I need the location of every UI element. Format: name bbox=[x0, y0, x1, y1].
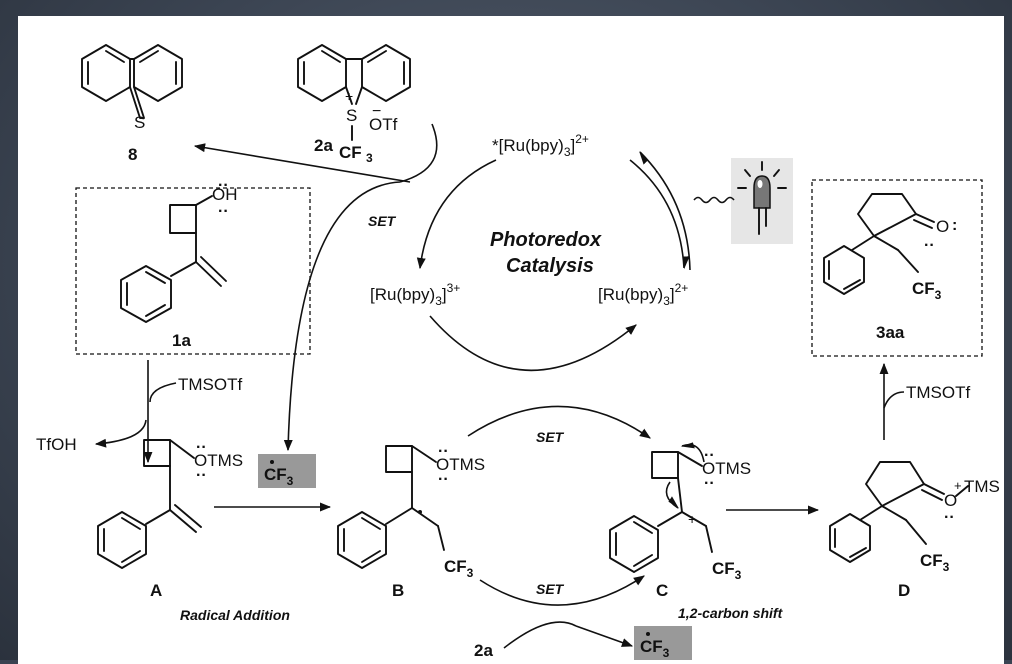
oxonium-oxygen: O bbox=[944, 491, 957, 510]
step-radical-addition: Radical Addition bbox=[180, 607, 290, 623]
cf3-radical-box-2 bbox=[634, 626, 692, 660]
svg-text:+: + bbox=[954, 478, 962, 493]
svg-text::: : bbox=[952, 217, 957, 234]
svg-text:··: ·· bbox=[944, 509, 955, 526]
product-cf3-group: CF3 bbox=[912, 279, 942, 302]
intermediate-b-structure: OTMS ·· ·· CF3 B bbox=[337, 443, 485, 600]
bottom-reagent-2a: 2a bbox=[474, 641, 493, 660]
sulfonium-charge: + bbox=[345, 88, 353, 104]
light-wavy-line bbox=[693, 196, 735, 204]
tfoh-byproduct: TfOH bbox=[36, 435, 77, 454]
compound-1a-label: 1a bbox=[172, 331, 191, 350]
hydroxyl-group: OH bbox=[212, 185, 238, 204]
led-icon bbox=[737, 161, 787, 235]
c-cf3: CF3 bbox=[712, 559, 742, 582]
b-otms: OTMS bbox=[436, 455, 485, 474]
intermediate-c-label: C bbox=[656, 581, 668, 600]
intermediate-a-label: A bbox=[150, 581, 162, 600]
svg-text:··: ·· bbox=[218, 177, 229, 194]
d-cf3: CF3 bbox=[920, 551, 950, 574]
intermediate-c-structure: OTMS ·· ·· + CF3 C bbox=[609, 442, 751, 600]
svg-text:··: ·· bbox=[438, 443, 449, 460]
compound-8-label: 8 bbox=[128, 145, 137, 164]
arc-b-to-c-top bbox=[467, 405, 651, 439]
c-carbocation: + bbox=[688, 511, 696, 527]
arrow-to-compound-8 bbox=[193, 143, 411, 183]
tmsotf-reagent-2: TMSOTf bbox=[906, 383, 970, 402]
svg-text:··: ·· bbox=[924, 237, 935, 254]
arc-b-to-c-bottom bbox=[479, 575, 645, 606]
compound-2a-structure: S + CF 3 − OTf 2a bbox=[297, 44, 411, 165]
triflate-charge: − bbox=[372, 103, 381, 120]
arc-excited-to-ground bbox=[629, 159, 690, 270]
cycle-title-line2: Catalysis bbox=[506, 255, 594, 277]
svg-text:··: ·· bbox=[704, 447, 715, 464]
triflate-counterion: OTf bbox=[369, 115, 398, 134]
compound-3aa-box bbox=[811, 179, 983, 357]
reagent-cf-group: CF bbox=[339, 143, 362, 162]
cf3-radical: CF3 bbox=[264, 465, 294, 488]
tmsotf-reagent-1: TMSOTf bbox=[178, 375, 242, 394]
arc-excited-to-oxidized bbox=[416, 159, 497, 270]
compound-1a-box bbox=[75, 187, 311, 355]
sulfonium-sulfur: S bbox=[346, 106, 357, 125]
intermediate-b-label: B bbox=[392, 581, 404, 600]
svg-text:··: ·· bbox=[438, 471, 449, 488]
set-label-3: SET bbox=[536, 581, 565, 597]
oxonium-tms: TMS bbox=[964, 477, 1000, 496]
compound-1a-structure: OH ·· ·· 1a bbox=[120, 177, 238, 350]
compound-3aa-structure: O : ·· CF3 3aa bbox=[823, 193, 957, 342]
set-label-1: SET bbox=[368, 213, 397, 229]
excited-ru-label: *[Ru(bpy)3]2+ bbox=[492, 132, 589, 159]
set-label-2: SET bbox=[536, 429, 565, 445]
arc-oxidized-to-ground bbox=[429, 315, 637, 372]
cycle-title-line1: Photoredox bbox=[490, 229, 602, 251]
intermediate-d-label: D bbox=[898, 581, 910, 600]
step-carbon-shift: 1,2-carbon shift bbox=[678, 605, 784, 621]
intermediate-d-structure: O + ·· TMS CF3 D bbox=[829, 461, 1000, 600]
compound-2a-label: 2a bbox=[314, 136, 333, 155]
c-otms: OTMS bbox=[702, 459, 751, 478]
compound-8-structure: S 8 bbox=[81, 44, 183, 164]
cf3-radical-2: CF3 bbox=[640, 637, 670, 660]
ground-ru-label: [Ru(bpy)3]2+ bbox=[598, 281, 688, 308]
arrow-to-cf3-radical bbox=[283, 181, 401, 452]
a-otms: OTMS bbox=[194, 451, 243, 470]
oxidized-ru-label: [Ru(bpy)3]3+ bbox=[370, 281, 460, 308]
svg-text:··: ·· bbox=[196, 467, 207, 484]
b-cf3: CF3 bbox=[444, 557, 474, 580]
svg-text:··: ·· bbox=[218, 203, 229, 220]
thiophene-sulfur: S bbox=[134, 113, 145, 132]
svg-text:··: ·· bbox=[196, 439, 207, 456]
arc-ground-to-excited bbox=[639, 151, 691, 271]
svg-text:··: ·· bbox=[704, 475, 715, 492]
compound-3aa-label: 3aa bbox=[876, 323, 905, 342]
intermediate-a-structure: OTMS ·· ·· A bbox=[97, 439, 243, 600]
cf3-radical-box bbox=[258, 454, 316, 488]
reagent-cf-subscript: 3 bbox=[366, 151, 373, 165]
ketone-oxygen: O bbox=[936, 217, 949, 236]
